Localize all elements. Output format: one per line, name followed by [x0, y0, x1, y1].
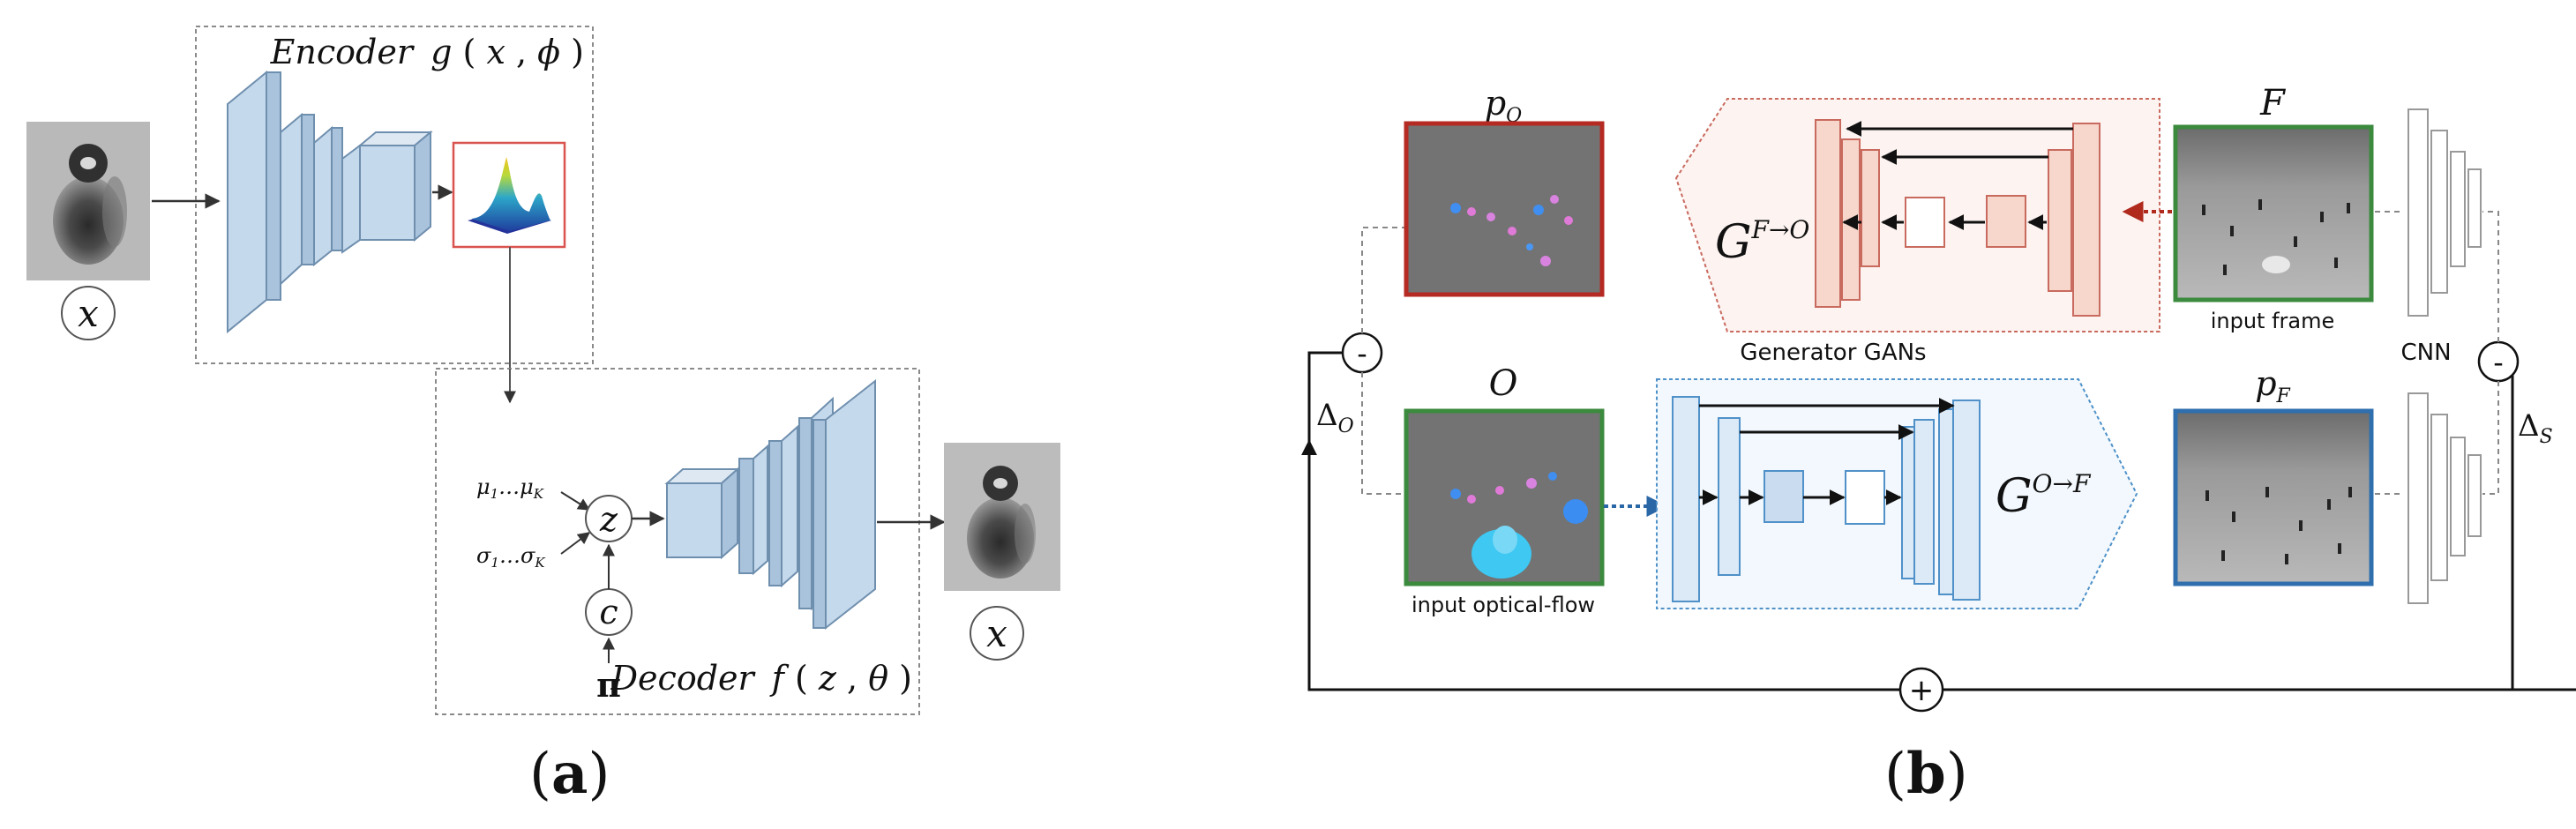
dec-layer-4-side [798, 417, 812, 609]
po-image [1404, 121, 1605, 297]
dec-layer-5 [825, 378, 876, 631]
caption-a-letter: a [550, 741, 588, 807]
pi-label: π [596, 665, 621, 705]
encoder-box [195, 26, 594, 364]
plus-node [1898, 667, 1944, 713]
caption-b-letter: b [1906, 741, 1946, 807]
generator-fo-skips [1842, 121, 2073, 230]
encoder-label: Encoder g ( x , ϕ ) [270, 33, 584, 71]
po-label: pO [1485, 84, 1522, 127]
pf-image-people [2205, 487, 2352, 564]
generator-fo-label: GF→O [1715, 215, 1809, 269]
f-label: F [2259, 83, 2286, 123]
enc-layer-4 [341, 144, 361, 254]
panel-b: - ΔO pO GF→O [1301, 83, 2576, 713]
cnn-label: CNN [2400, 340, 2451, 366]
delta-s-label: ΔS [2518, 408, 2553, 448]
minus-right-label: - [2493, 346, 2504, 379]
latent-peak-plot [468, 157, 551, 234]
enc-layer-2-side [301, 114, 315, 265]
enc-layer-5-front [359, 145, 416, 241]
delta-o-label: ΔO [1316, 398, 1354, 437]
caption-a-close: ) [588, 742, 610, 807]
generator-gans-label: Generator GANs [1740, 340, 1926, 366]
decoder-box [435, 368, 920, 715]
enc-layer-5-side [414, 130, 431, 243]
plus-label: + [1909, 673, 1935, 708]
panel-a: x Encoder g ( x , ϕ ) [26, 26, 1060, 715]
input-x-label: x [78, 292, 99, 335]
dec-layer-3 [781, 424, 798, 588]
input-x-node [61, 286, 116, 340]
caption-b-open: ( [1884, 742, 1906, 807]
generator-fo-layers [1815, 119, 2100, 317]
decoder-label: Decoder f ( z , θ ) [610, 659, 912, 698]
arrow-sigma-z [560, 532, 591, 555]
enc-layer-1-side [266, 71, 281, 301]
enc-layer-1 [227, 70, 267, 334]
dec-layer-3-side [768, 440, 783, 586]
minus-left-label: - [1357, 337, 1367, 370]
sigma-label: σ1…σK [476, 543, 545, 571]
enc-layer-3 [313, 125, 333, 267]
dash-o-minus [1361, 372, 1404, 495]
c-label: c [599, 593, 618, 631]
dash-cnn-top-minus [2482, 211, 2499, 342]
dec-layer-2-side [738, 458, 754, 574]
z-label: z [599, 500, 618, 539]
input-frame-people [2202, 199, 2350, 275]
arrow-mu-z [560, 491, 591, 511]
output-image-a [944, 443, 1060, 591]
caption-a-open: ( [529, 742, 551, 807]
cnn-bottom [2408, 392, 2482, 604]
dec-layer-1-side [721, 467, 738, 560]
output-x-label: x [986, 612, 1007, 655]
o-label: O [1489, 363, 1518, 404]
mu-label: μ1…μK [476, 474, 544, 502]
input-optical-flow-label: input optical-flow [1412, 593, 1595, 617]
input-image-a [26, 122, 150, 280]
po-flow-blobs [1450, 195, 1573, 266]
enc-layer-3-side [331, 127, 343, 251]
generator-of-skips [1699, 398, 1955, 505]
pf-label: pF [2255, 364, 2290, 407]
caption-a: (a) [529, 741, 610, 807]
dash-cnn-bottom-minus [2482, 381, 2499, 495]
input-frame-label: input frame [2211, 309, 2335, 333]
dec-layer-5-side [812, 419, 827, 629]
generator-of-label: GO→F [1996, 469, 2092, 523]
dec-layer-2 [753, 444, 768, 576]
decoder-layers [664, 378, 876, 631]
cnn-top [2408, 108, 2482, 317]
generator-of-layers [1672, 396, 1981, 602]
pf-image [2173, 408, 2374, 586]
enc-layer-2 [280, 112, 303, 287]
caption-b-close: ) [1945, 742, 1968, 807]
dec-layer-1-front [666, 482, 723, 558]
output-x-node [970, 606, 1024, 661]
optical-flow-blobs [1450, 472, 1588, 579]
dash-po-minus [1361, 227, 1404, 333]
caption-b: (b) [1884, 741, 1968, 807]
encoder-layers [227, 70, 433, 334]
